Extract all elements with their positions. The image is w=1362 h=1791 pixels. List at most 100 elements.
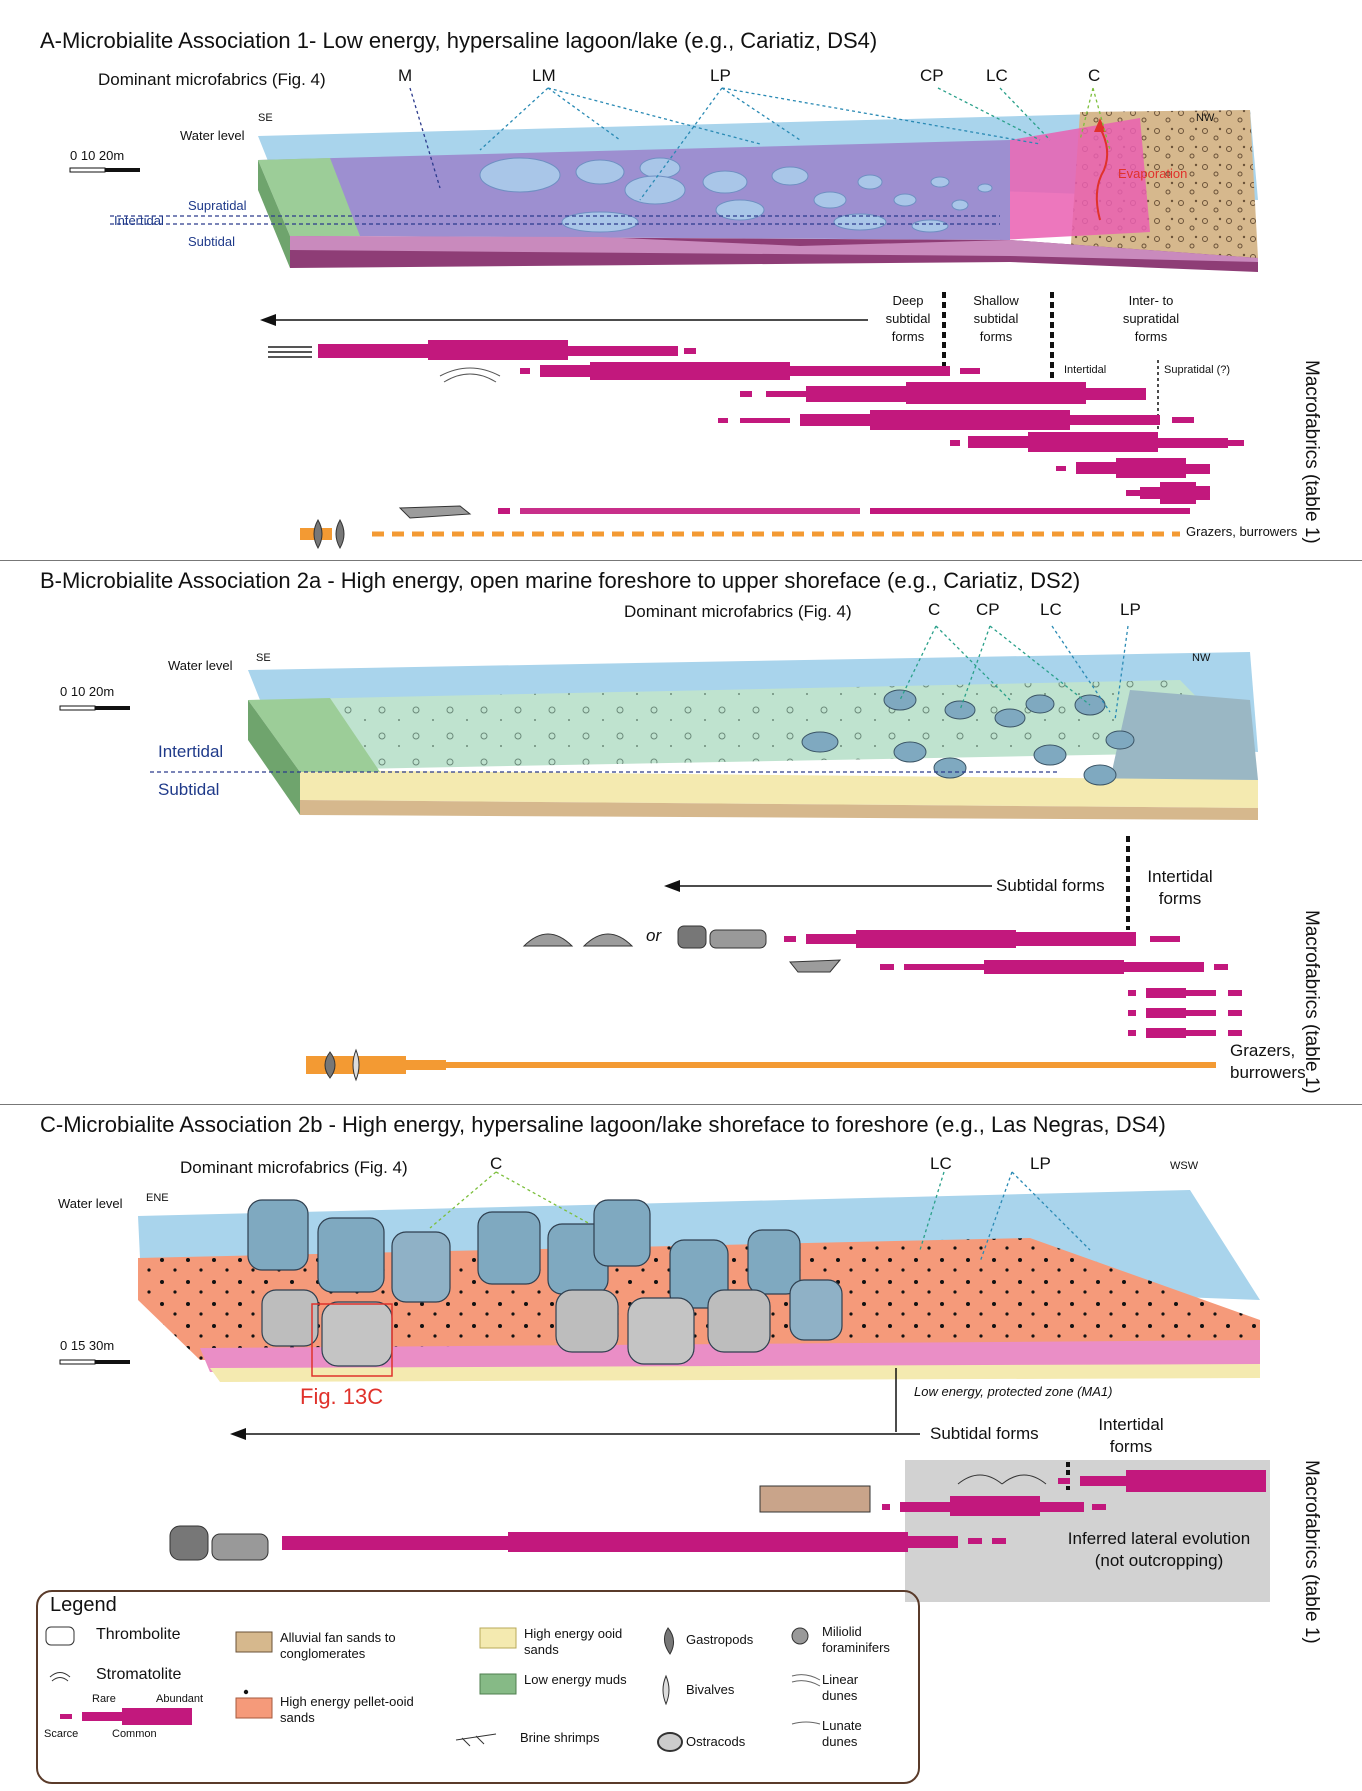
evaporite-zone	[1000, 118, 1150, 240]
panel-a-block	[69, 87, 1258, 272]
bed-base	[300, 800, 1258, 820]
macrofabrics-a: Macrofabrics (table 1)	[1301, 360, 1322, 544]
range-bars-a	[260, 292, 1244, 550]
direction-se-a: SE	[258, 112, 273, 124]
evaporation-arrowhead	[1094, 118, 1106, 132]
legend-brine: Brine shrimps	[520, 1730, 600, 1745]
microfabric-leaders-b	[899, 625, 1129, 721]
subtidal-forms-c: Subtidal forms	[930, 1424, 1039, 1443]
shallow-subtidal-forms: Shallow subtidal forms	[973, 293, 1019, 344]
intertidal-forms-c: Intertidal forms	[1098, 1415, 1164, 1456]
microfabric-lc-c: LC	[930, 1154, 952, 1173]
legend-ostracods: Ostracods	[686, 1734, 746, 1749]
zone-intertidal-b: Intertidal	[158, 742, 224, 761]
mud-block-front	[248, 700, 300, 815]
front-face	[290, 236, 1258, 262]
direction-nw-b: NW	[1192, 652, 1211, 664]
mud-block-front	[258, 160, 290, 268]
nearshore-zone	[1110, 690, 1258, 780]
columns-c	[247, 1199, 843, 1367]
scale-bar-c	[59, 1359, 130, 1365]
bar-a2	[439, 362, 980, 383]
arrowhead-a	[260, 314, 276, 326]
panel-c-block	[59, 1171, 1260, 1432]
microfabric-c-b: C	[928, 600, 941, 619]
evaporation-label: Evaporation	[1118, 166, 1188, 181]
panel-c-title: C-Microbialite Association 2b - High ene…	[40, 1112, 1166, 1137]
direction-ene-c: ENE	[146, 1192, 169, 1204]
legend-miliolid: Miliolid foraminifers	[822, 1624, 890, 1655]
protected-zone-label: Low energy, protected zone (MA1)	[914, 1384, 1113, 1399]
subtidal-forms-b: Subtidal forms	[996, 876, 1105, 895]
legend-bivalves: Bivalves	[686, 1682, 735, 1697]
microfabric-lc-b: LC	[1040, 600, 1062, 619]
range-bars-c	[169, 1428, 1266, 1561]
legend-scarce: Scarce	[44, 1728, 79, 1740]
bar-b1	[522, 925, 1180, 949]
scale-bar-a	[69, 167, 140, 173]
bar-b3	[1128, 988, 1242, 998]
legend-lunate: Lunate dunes	[822, 1718, 862, 1749]
direction-nw-a: NW	[1196, 112, 1215, 124]
bar-a4	[718, 410, 1194, 430]
mud-block-top	[248, 698, 380, 772]
ooid-base	[210, 1364, 1260, 1382]
microfabric-lp-b: LP	[1120, 600, 1141, 619]
evaporation-arrow	[1095, 127, 1109, 221]
microfabric-lc: LC	[986, 66, 1008, 85]
deep-subtidal-forms: Deep subtidal forms	[885, 293, 931, 344]
zone-subtidal-b: Subtidal	[158, 780, 220, 799]
direction-se-b: SE	[256, 652, 271, 664]
legend-box	[36, 1590, 920, 1784]
microfabric-lm: LM	[532, 66, 556, 85]
pink-base	[200, 1340, 1260, 1372]
legend-mud: Low energy muds	[524, 1672, 627, 1687]
bar-c3	[169, 1525, 1006, 1561]
microfabric-m: M	[398, 66, 413, 85]
legend-title: Legend	[50, 1594, 117, 1616]
bar-b5	[1128, 1028, 1242, 1038]
supratidal-small-a: Supratidal (?)	[1164, 364, 1231, 376]
water-level-b: Water level	[168, 658, 233, 673]
microfabric-c: C	[1088, 66, 1101, 85]
panel-b-microfabrics-label: Dominant microfabrics (Fig. 4)	[624, 602, 852, 621]
legend-thrombolite: Thrombolite	[96, 1626, 181, 1643]
macrofabrics-b: Macrofabrics (table 1)	[1301, 910, 1322, 1094]
bar-a9-grazers	[300, 518, 1180, 550]
separator-b-c	[0, 1104, 1362, 1105]
microfabric-leaders-c	[429, 1171, 1091, 1263]
legend-stromatolite: Stromatolite	[96, 1666, 182, 1683]
panel-a-title: A-Microbialite Association 1- Low energy…	[40, 28, 878, 53]
legend-ooid: High energy ooid sands	[524, 1626, 623, 1657]
legend-common: Common	[112, 1728, 157, 1740]
range-bars-b	[306, 836, 1242, 1082]
microfabric-cp: CP	[920, 66, 944, 85]
microfabric-lp-c: LP	[1030, 1154, 1051, 1173]
sand-front	[300, 770, 1258, 808]
fig13c-box	[311, 1303, 393, 1377]
microfabric-lp: LP	[710, 66, 731, 85]
legend-pellet: High energy pellet-ooid sands	[280, 1694, 414, 1725]
macrofabrics-c: Macrofabrics (table 1)	[1301, 1460, 1322, 1644]
water-level-c: Water level	[58, 1196, 123, 1211]
domes-b	[801, 689, 1135, 786]
panel-b-title: B-Microbialite Association 2a - High ene…	[40, 568, 1081, 593]
bar-a3	[740, 382, 1146, 404]
legend-symbols	[45, 1626, 821, 1752]
bar-a7	[1126, 482, 1210, 504]
shelf-surface	[248, 680, 1250, 770]
scale-label-b: 0 10 20m	[60, 684, 115, 699]
intertidal-forms-b: Intertidal forms	[1147, 867, 1213, 908]
legend-alluvial: Alluvial fan sands to conglomerates	[280, 1630, 396, 1661]
legend-rare: Rare	[92, 1693, 116, 1705]
bar-b2	[788, 959, 1228, 974]
panel-c-microfabrics-label: Dominant microfabrics (Fig. 4)	[180, 1158, 408, 1177]
separator-a-b	[0, 560, 1362, 561]
grazers-a: Grazers, burrowers	[1186, 524, 1298, 539]
or-label: or	[646, 926, 662, 945]
panel-a-microfabrics-label: Dominant microfabrics (Fig. 4)	[98, 70, 326, 89]
grazers-b: Grazers, burrowers	[1230, 1041, 1306, 1082]
legend-linear: Linear dunes	[822, 1672, 859, 1703]
water-level-a: Water level	[180, 128, 245, 143]
intertidal-small-a: Intertidal	[1064, 364, 1107, 376]
